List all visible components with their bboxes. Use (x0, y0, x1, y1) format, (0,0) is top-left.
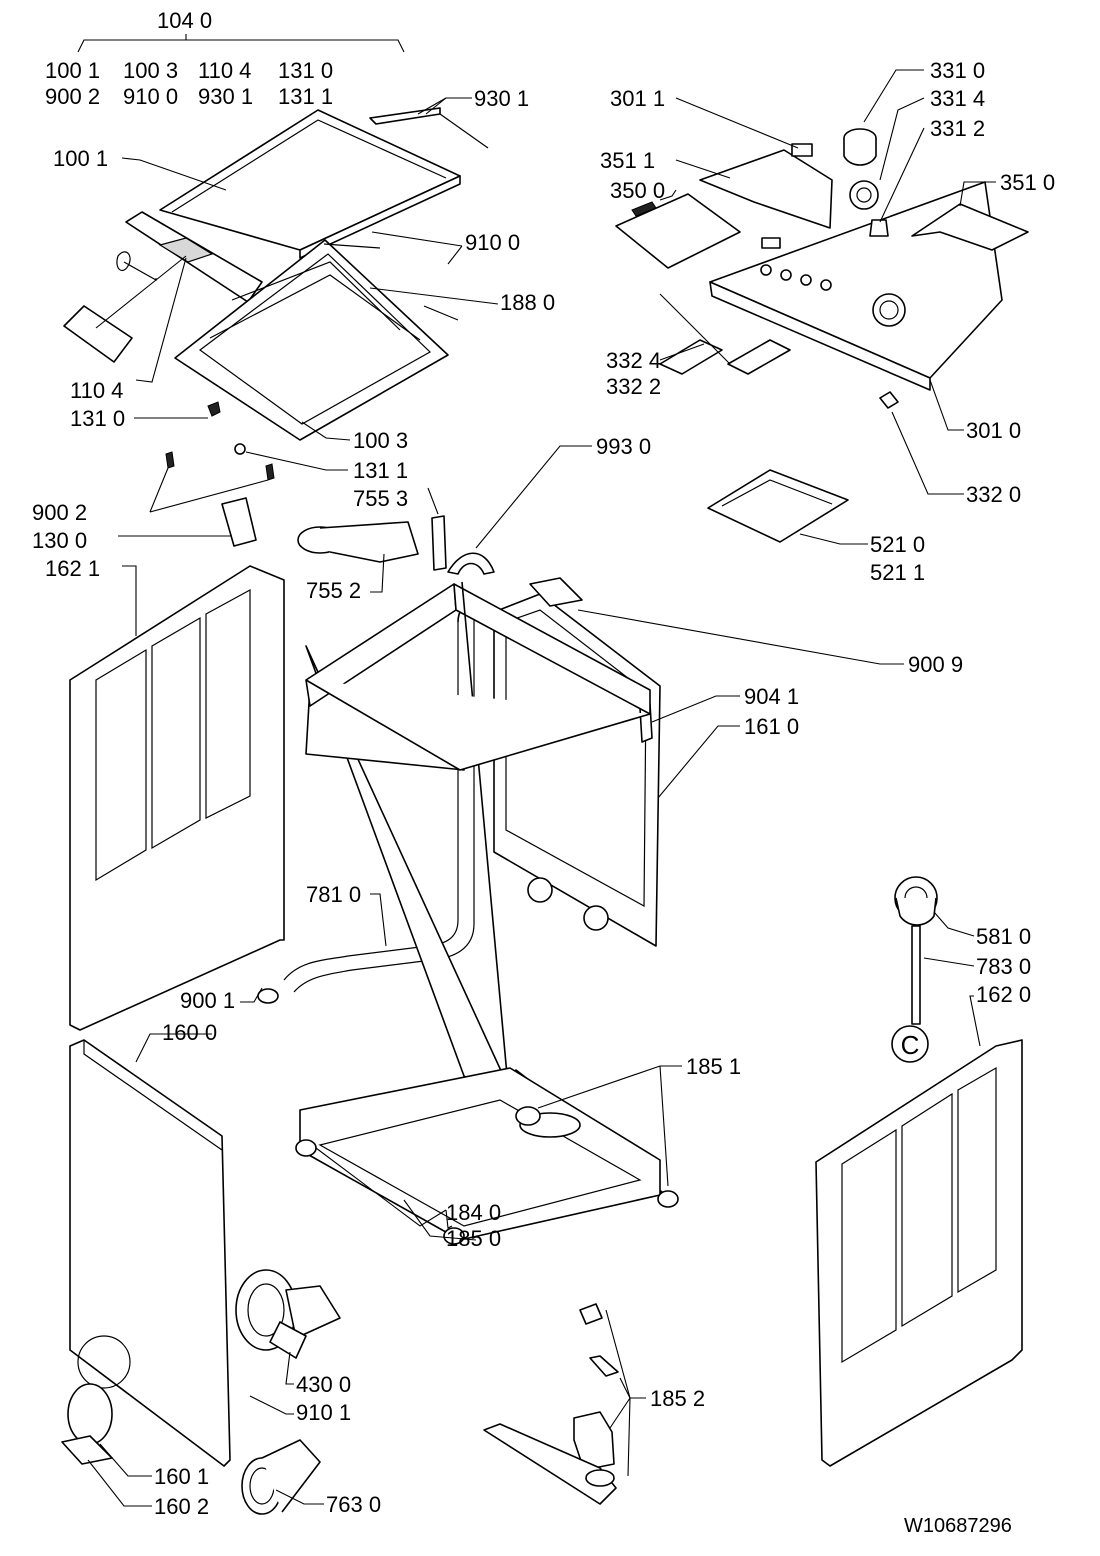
door-bellows-part (297, 515, 447, 571)
callout-184-0: 184 0 (446, 1200, 501, 1225)
callout-162-0: 162 0 (976, 982, 1031, 1007)
callout-581-0: 581 0 (976, 924, 1031, 949)
callout-910-0: 910 0 (465, 230, 520, 255)
callout-910-1: 910 1 (296, 1400, 351, 1425)
callout-331-4: 331 4 (930, 86, 985, 111)
callout-160-1: 160 1 (154, 1464, 209, 1489)
callout-kit-100-3: 100 3 (123, 58, 178, 83)
callout-185-2: 185 2 (650, 1386, 705, 1411)
lid-lock-part (63, 251, 133, 363)
callout-kit-131-0: 131 0 (278, 58, 333, 83)
callout-100-3: 100 3 (353, 428, 408, 453)
callout-332-2: 332 2 (606, 374, 661, 399)
small-clip-parts (165, 243, 459, 481)
top-frame-part (174, 239, 449, 441)
callout-331-0: 331 0 (930, 58, 985, 83)
base-frame-body-part (299, 1067, 661, 1241)
callout-331-2: 331 2 (930, 116, 985, 141)
callout-kit-910-0: 910 0 (123, 84, 178, 109)
callout-763-0: 763 0 (326, 1492, 381, 1517)
callout-351-1: 351 1 (600, 148, 655, 173)
callout-351-0: 351 0 (1000, 170, 1055, 195)
callout-185-1: 185 1 (686, 1054, 741, 1079)
control-board-part (615, 193, 741, 269)
callout-131-1: 131 1 (353, 458, 408, 483)
connector-c-marker: C (891, 1025, 929, 1063)
callout-130-0: 130 0 (32, 528, 87, 553)
document-code: W10687296 (904, 1515, 1012, 1537)
filter-door-part (61, 1383, 113, 1465)
button-parts (659, 143, 899, 409)
callout-labels: 104 0 100 1 100 3 110 4 131 0 900 2 910 … (32, 8, 1055, 1537)
dispenser-housing-part (707, 469, 849, 543)
callout-160-2: 160 2 (154, 1494, 209, 1519)
callout-131-0: 131 0 (70, 406, 125, 431)
callout-kit-104-0: 104 0 (157, 8, 212, 33)
callout-900-9: 900 9 (908, 652, 963, 677)
callout-930-1: 930 1 (474, 86, 529, 111)
callout-755-2: 755 2 (306, 578, 361, 603)
callout-350-0: 350 0 (610, 178, 665, 203)
callout-kit-100-1: 100 1 (45, 58, 100, 83)
callout-430-0: 430 0 (296, 1372, 351, 1397)
pulley-part (894, 876, 938, 926)
callout-185-0: 185 0 (446, 1226, 501, 1251)
filter-plug-part (241, 1439, 321, 1515)
callout-521-1: 521 1 (870, 560, 925, 585)
leader-lines (87, 69, 996, 1507)
callout-993-0: 993 0 (596, 434, 651, 459)
console-bracket-part (699, 149, 833, 229)
right-side-panel-part (815, 1039, 1023, 1467)
callout-kit-930-1: 930 1 (198, 84, 253, 109)
callout-301-1: 301 1 (610, 86, 665, 111)
leveling-foot-kit-part (483, 1303, 619, 1505)
switch-part (221, 497, 257, 547)
kit-bracket (77, 34, 405, 53)
callout-kit-110-4: 110 4 (198, 58, 251, 83)
knob-part (843, 128, 889, 237)
left-side-panel-part (69, 565, 285, 1031)
callout-162-1: 162 1 (45, 556, 100, 581)
callout-781-0: 781 0 (306, 882, 361, 907)
callout-188-0: 188 0 (500, 290, 555, 315)
callout-332-0: 332 0 (966, 482, 1021, 507)
console-bracket-right-part (911, 203, 1029, 251)
connector-mark: C (901, 1030, 920, 1060)
callout-332-4: 332 4 (606, 348, 661, 373)
callout-161-0: 161 0 (744, 714, 799, 739)
callout-783-0: 783 0 (976, 954, 1031, 979)
callout-301-0: 301 0 (966, 418, 1021, 443)
callout-904-1: 904 1 (744, 684, 799, 709)
lid-trim-part (125, 211, 263, 303)
callout-755-3: 755 3 (353, 486, 408, 511)
callout-160-0: 160 0 (162, 1020, 217, 1045)
shaft-part (911, 925, 921, 1025)
callout-kit-900-2: 900 2 (45, 84, 100, 109)
callout-900-2: 900 2 (32, 500, 87, 525)
drain-hose-part (257, 552, 495, 1004)
callout-100-1: 100 1 (53, 146, 108, 171)
front-panel-part (69, 1039, 231, 1467)
callout-521-0: 521 0 (870, 532, 925, 557)
callout-900-1: 900 1 (180, 988, 235, 1013)
callout-110-4: 110 4 (70, 378, 123, 403)
lid-panel-part (159, 109, 461, 259)
callout-kit-131-1: 131 1 (278, 84, 333, 109)
drain-pump-part (235, 1269, 341, 1359)
